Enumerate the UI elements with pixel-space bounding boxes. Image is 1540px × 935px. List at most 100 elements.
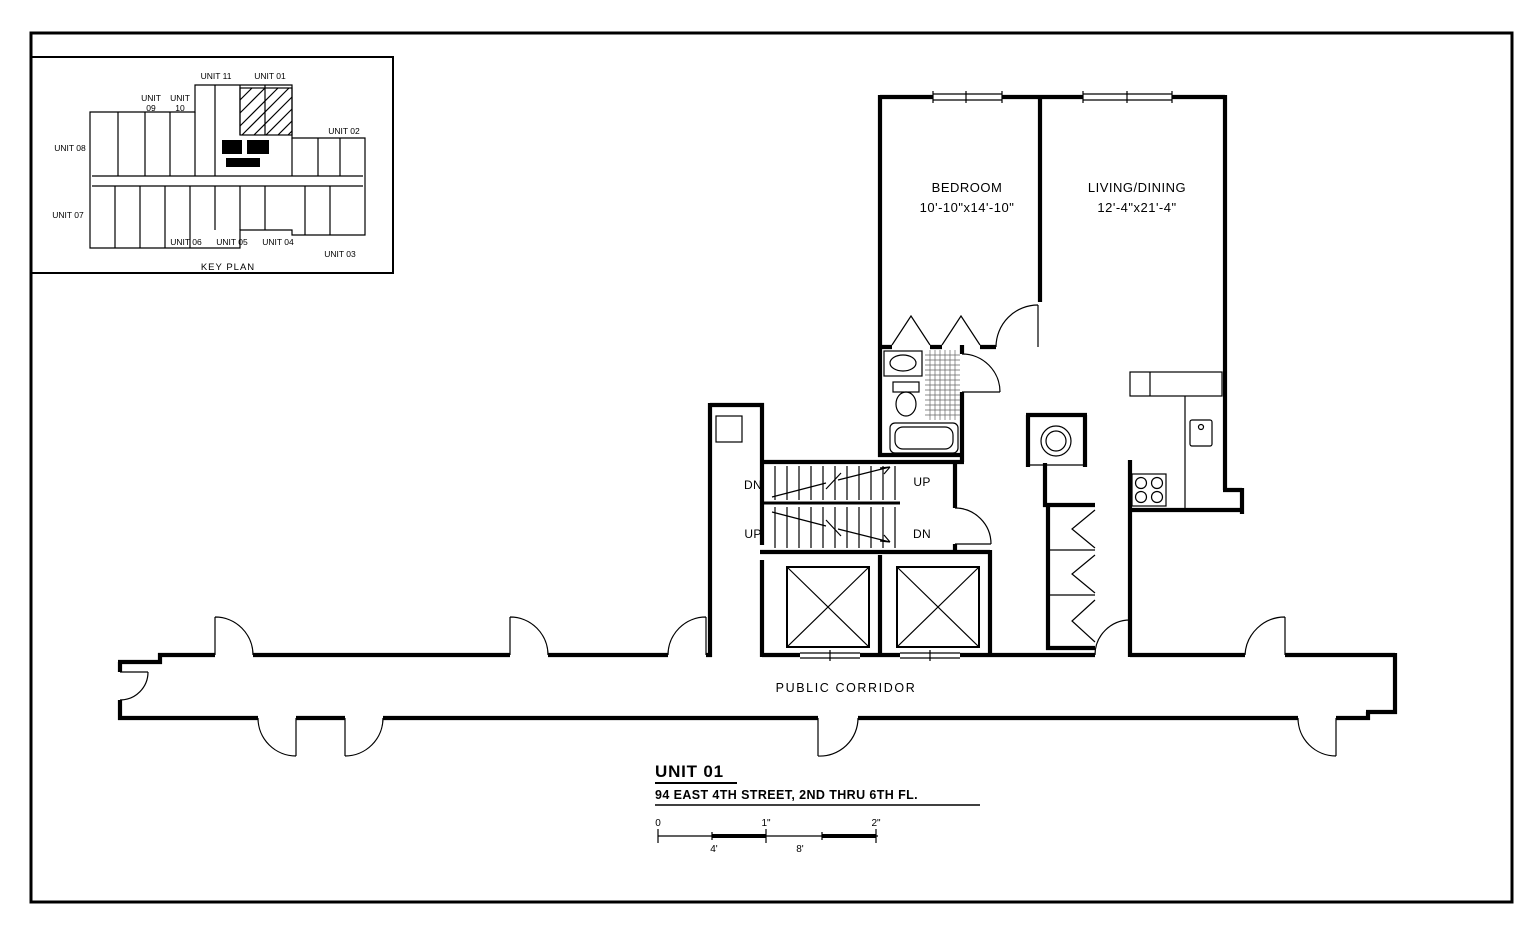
shaft [715,415,743,443]
stairs: DN UP UP DN [744,466,992,548]
bathroom-door-swing [961,353,1001,393]
key-plan-title: KEY PLAN [201,262,255,273]
elevator-cab-1-x-icon [786,566,870,648]
stair-label-up-top: UP [913,475,930,489]
key-unit-07-label: UNIT 07 [52,210,84,220]
corridor-door-7 [1244,616,1286,656]
corridor-end-door [119,671,149,701]
key-unit-10-label-1: UNIT [170,93,190,103]
elevator-cab-1 [786,566,870,648]
unit-entry-door-swing [1094,619,1131,656]
key-plan-core-2 [247,140,269,154]
sheet-border [29,31,1514,904]
key-unit-01-label: UNIT 01 [254,71,286,81]
key-unit-09-label-1: UNIT [141,93,161,103]
key-unit-04-label: UNIT 04 [262,237,294,247]
corridor-door-3 [667,616,707,656]
stair-treads-lower [774,507,896,548]
toilet-tank [892,381,920,393]
corridor-walls [117,652,1398,721]
hall-closet-dividers [1048,549,1095,596]
unit-entry-door [1094,619,1131,656]
elevator-cab-2-x-icon [896,566,980,648]
scale-bar: 0 1" 2" 4' 8' [655,818,881,855]
unit-walls [707,94,1245,658]
unit-address: 94 EAST 4TH STREET, 2ND THRU 6TH FL. [655,788,918,802]
stair-label-dn-top: DN [744,478,762,492]
scale-bar-segment-2 [822,834,876,838]
window-lines [932,91,1173,103]
scale-label-1in: 1" [761,818,771,829]
unit-title: UNIT 01 [655,762,724,781]
toilet-bowl [895,391,917,417]
key-unit-09-label-2: 09 [146,103,156,113]
kitchen-counter-top [1129,371,1223,397]
scale-bar-segment-1 [712,834,766,838]
elevator-cab-2 [896,566,980,648]
corridor-door-5 [344,717,384,757]
stove-burner-4 [1150,490,1164,504]
bedroom-door-swing [995,304,1039,348]
key-unit-11-label: UNIT 11 [201,71,232,81]
washer-icon [1040,425,1072,457]
key-unit-06-label: UNIT 06 [170,237,202,247]
scale-label-2in: 2" [871,818,881,829]
key-plan-corridor-lines [92,175,363,187]
stair-label-up-bottom: UP [744,527,761,541]
bathroom-tile-hatch [925,350,960,420]
key-unit-05-label: UNIT 05 [216,237,248,247]
key-plan: UNIT 11 UNIT 01 UNIT 09 UNIT 10 UNIT 02 … [30,56,394,274]
stair-direction-arrow-lower [771,511,891,543]
hall-closet-bifold-doors [1071,509,1096,643]
bedroom-dims: 10'-10"x14'-10" [920,200,1015,215]
corridor-door-6 [817,717,859,757]
stair-treads-upper [774,466,896,500]
stove-burner-3 [1134,490,1148,504]
elevator-doors [800,650,960,661]
bathtub [889,422,959,454]
bedroom-door [995,304,1039,348]
key-plan-core-3 [226,158,260,167]
stove-burner-2 [1150,476,1164,490]
key-unit-10-label-2: 10 [175,103,185,113]
stair-direction-arrow-upper [771,466,891,498]
living-dining-label: LIVING/DINING [1088,180,1186,195]
stove-burner-1 [1134,476,1148,490]
bedroom-label: BEDROOM [932,180,1003,195]
bathroom-sink [889,354,917,372]
scale-label-0: 0 [655,818,661,829]
corridor-door-4 [257,717,297,757]
corridor-door-1 [214,616,254,656]
stair-label-dn-bottom: DN [913,527,931,541]
kitchen-sink [1189,419,1213,447]
key-unit-03-label: UNIT 03 [324,249,356,259]
bedroom-closet-bifold-doors [891,314,981,346]
kitchen [1129,371,1223,510]
corridor-door-8 [1297,717,1337,757]
kitchen-faucet-icon [1197,423,1205,431]
public-corridor-label: PUBLIC CORRIDOR [776,681,917,695]
bathroom-vanity [883,350,923,377]
key-plan-frame [30,56,394,274]
key-plan-outline [89,84,366,249]
bathtub-inner [894,426,954,450]
corridor-doors [119,616,1337,757]
public-corridor: PUBLIC CORRIDOR [117,616,1398,757]
unit-plan: BEDROOM 10'-10"x14'-10" LIVING/DINING 12… [707,91,1245,661]
utility-closet [1028,425,1085,466]
bathroom [883,350,1001,454]
washer-inner-icon [1045,430,1067,452]
living-dining-dims: 12'-4"x21'-4" [1097,200,1176,215]
stair-hall-door-swing [954,507,992,545]
key-unit-08-label: UNIT 08 [54,143,86,153]
key-unit-02-label: UNIT 02 [328,126,360,136]
stove [1131,473,1167,507]
key-plan-unit01-hatch [239,87,293,136]
scale-label-8ft: 8' [796,844,804,855]
elevators [786,566,980,661]
corridor-door-2 [509,616,549,656]
key-plan-unit-dividers-bottom [114,186,331,248]
title-block: UNIT 01 94 EAST 4TH STREET, 2ND THRU 6TH… [655,762,980,806]
